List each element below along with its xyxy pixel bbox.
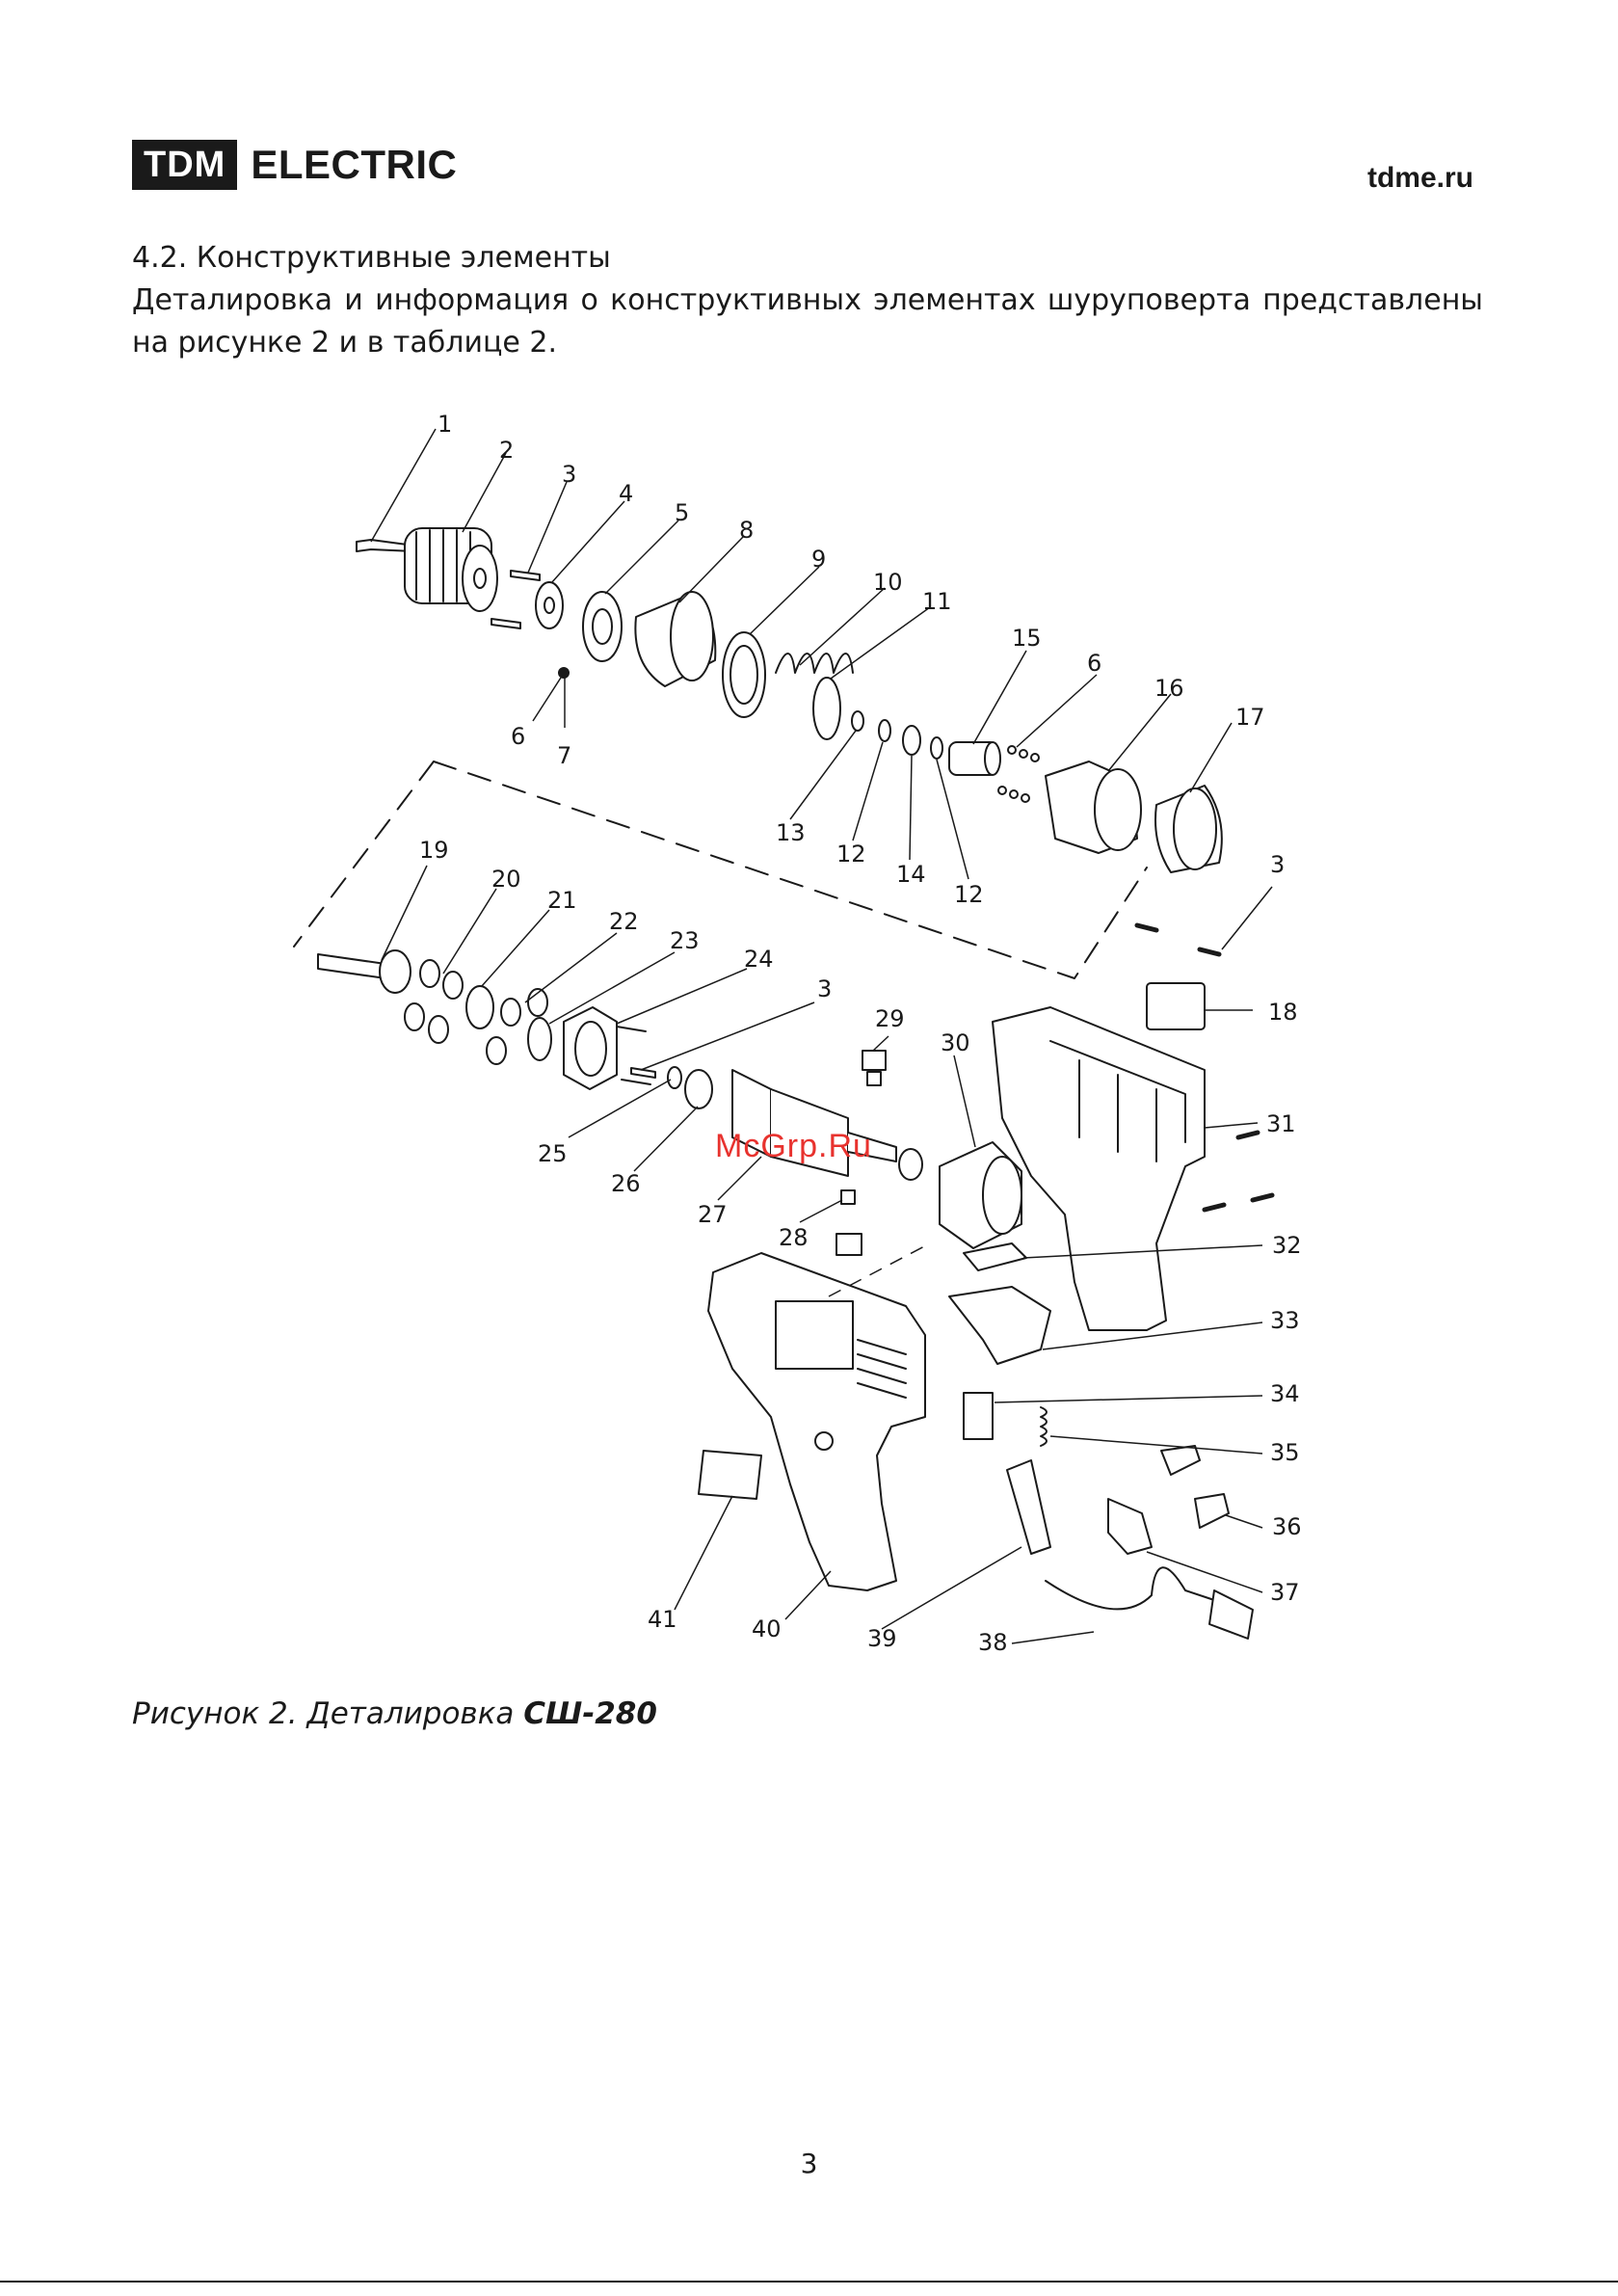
parts-drawing (293, 527, 1275, 1640)
callout-label: 32 (1272, 1232, 1302, 1259)
callout-label: 3 (562, 461, 576, 488)
part-switch-33 (948, 1286, 1051, 1365)
callout-label: 11 (922, 588, 952, 615)
callout-label: 17 (1235, 704, 1265, 731)
callout-numbers: 1 2 3 4 5 8 9 10 11 15 6 16 17 6 7 13 12… (419, 411, 1302, 1656)
part-screw-3a (510, 570, 541, 581)
part-label-18 (1146, 982, 1206, 1030)
intro-paragraph: Деталировка и информация о конструктивны… (132, 283, 1483, 360)
callout-label: 30 (941, 1029, 970, 1056)
caption-model: СШ-280 (523, 1696, 657, 1731)
figure-caption: Рисунок 2. Деталировка СШ-280 (132, 1696, 657, 1731)
part-carrier-21 (465, 985, 494, 1029)
part-screw-3b (491, 618, 521, 629)
part-washer-25 (667, 1066, 682, 1089)
callout-label: 36 (1272, 1513, 1302, 1540)
callout-label: 37 (1270, 1579, 1300, 1606)
callout-label: 23 (670, 927, 700, 954)
callout-label: 35 (1270, 1439, 1300, 1466)
callout-label: 18 (1268, 999, 1298, 1026)
callout-label: 14 (896, 861, 926, 888)
callout-label: 33 (1270, 1307, 1300, 1334)
callout-label: 2 (499, 437, 514, 464)
callout-label: 15 (1012, 625, 1042, 652)
callout-label: 6 (511, 723, 525, 750)
callout-label: 10 (873, 569, 903, 596)
callout-label: 8 (739, 517, 754, 544)
part-planet-gears-20 (404, 959, 464, 1044)
exploded-view-diagram: 1 2 3 4 5 8 9 10 11 15 6 16 17 6 7 13 12… (293, 411, 1302, 1656)
section-title: 4.2. Конструктивные элементы (132, 241, 611, 275)
part-washer-12a (878, 719, 891, 742)
callout-label: 25 (538, 1140, 568, 1167)
callout-label: 40 (752, 1615, 782, 1642)
watermark: McGrp.Ru (715, 1128, 872, 1164)
callout-label: 28 (779, 1224, 809, 1251)
callout-label: 21 (547, 887, 577, 914)
part-screw-36a (1160, 1445, 1201, 1476)
part-label-41 (698, 1450, 762, 1500)
part-ring-23 (527, 1017, 552, 1061)
callout-label: 12 (954, 881, 984, 908)
part-planet-gears-22 (486, 988, 548, 1065)
callout-label: 19 (419, 837, 449, 864)
part-bearing-armature (898, 1148, 923, 1181)
callout-label: 24 (744, 946, 774, 973)
part-block-34 (963, 1392, 994, 1440)
part-brush-29 (862, 1050, 887, 1071)
callout-label: 20 (491, 866, 521, 893)
part-washer-14 (902, 725, 921, 756)
page-number: 3 (800, 2148, 818, 2179)
callout-label: 38 (978, 1629, 1008, 1656)
callout-label: 26 (611, 1170, 641, 1197)
callout-label: 22 (609, 908, 639, 935)
callout-label: 1 (438, 411, 452, 438)
part-screw-3c (630, 1067, 656, 1079)
callout-label: 34 (1270, 1380, 1300, 1407)
leader-lines (370, 428, 1273, 1644)
caption-prefix: Рисунок 2. Деталировка (132, 1696, 515, 1731)
callout-label: 13 (776, 819, 806, 846)
callout-label: 12 (836, 841, 866, 868)
part-brush-28 (840, 1189, 856, 1205)
part-cord-38 (1045, 1566, 1215, 1611)
part-bearing-26 (684, 1069, 713, 1109)
assembly-axis (293, 761, 1148, 979)
part-screw-36b (1194, 1493, 1230, 1529)
callout-label: 3 (817, 975, 832, 1002)
part-clamp-37 (1107, 1498, 1153, 1555)
callout-label: 4 (619, 480, 633, 507)
logo-mark: TDM (132, 140, 238, 190)
callout-label: 3 (1270, 851, 1285, 878)
part-housing-left-40 (707, 1252, 926, 1591)
callout-label: 31 (1266, 1110, 1296, 1137)
logo-word: ELECTRIC (251, 142, 458, 187)
part-spring-35 (1040, 1406, 1048, 1447)
callout-label: 41 (648, 1606, 677, 1633)
part-ball-6 (558, 667, 570, 679)
website-link[interactable]: tdme.ru (1366, 162, 1473, 194)
callout-label: 29 (875, 1005, 905, 1032)
callout-label: 39 (867, 1625, 897, 1652)
callout-label: 9 (811, 546, 826, 573)
brand-logo: TDM ELECTRIC (132, 140, 457, 190)
part-balls-6 (997, 745, 1040, 803)
part-spring-10 (775, 653, 854, 674)
part-ring-11 (812, 677, 841, 740)
callout-label: 7 (557, 742, 571, 769)
part-sleeve-39 (1006, 1459, 1051, 1555)
bottom-rule (0, 2281, 1618, 2283)
part-washer-12b (930, 736, 943, 760)
callout-label: 16 (1154, 675, 1184, 702)
callout-label: 27 (698, 1201, 728, 1228)
callout-label: 5 (675, 499, 689, 526)
callout-label: 6 (1087, 650, 1101, 677)
part-washer-13 (851, 710, 864, 732)
part-housing-right-31 (992, 1006, 1206, 1331)
